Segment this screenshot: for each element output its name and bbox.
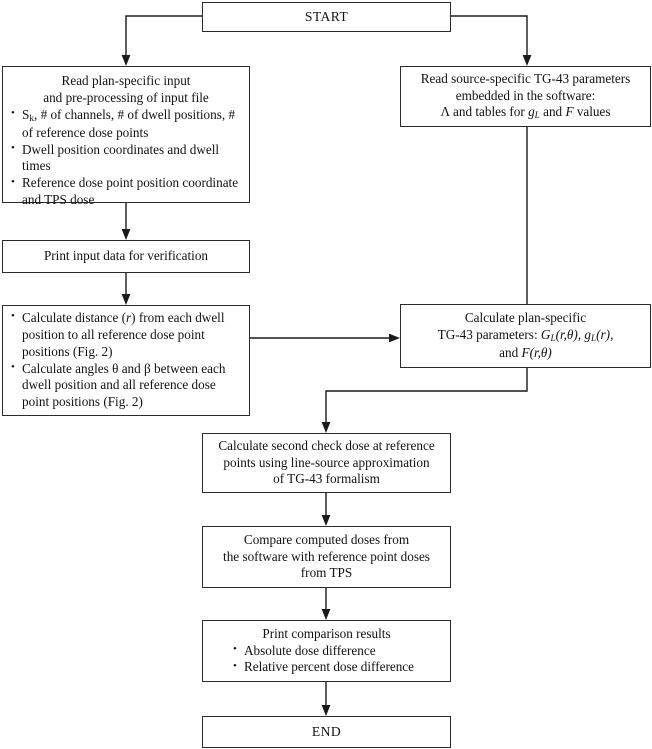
edge-calc-params-to-second-check (321, 368, 528, 433)
read-source-line-3: Λ and tables for gL and F values (401, 104, 650, 122)
g-subscript-L: L (591, 333, 597, 344)
node-calculate-plan-specific-tg43-parameters: Calculate plan-specific TG-43 parameters… (400, 304, 651, 368)
second-check-line-2: points using line-source approximation (223, 454, 430, 470)
calc-params-line-2: TG-43 parameters: GL(r,θ), gL(r), (401, 327, 650, 345)
print-results-bullet-list: Absolute dose difference Relative percen… (233, 642, 420, 677)
calc-geometry-bullet-1-pre: Calculate distance ( (22, 309, 126, 325)
second-check-line-1: Calculate second check dose at reference (218, 437, 435, 453)
node-read-plan-specific-input: Read plan-specific input and pre-process… (2, 66, 250, 207)
F-argument: (r,θ) (529, 344, 552, 360)
print-input-label: Print input data for verification (43, 248, 209, 264)
G-subscript-L: L (550, 333, 556, 344)
compare-line-3: from TPS (300, 565, 353, 581)
list-item: Relative percent dose difference (233, 659, 414, 676)
edge-start-to-read-plan (121, 15, 202, 66)
calc-params-line-2-sep: , (577, 327, 585, 343)
start-label: START (304, 9, 349, 25)
calc-params-line-1: Calculate plan-specific (464, 310, 587, 326)
read-source-line-3-post: values (573, 104, 611, 120)
bullet-sk-rest: , # of channels, # of dwell positions, #… (22, 106, 236, 140)
read-plan-bullet-list: Sk, # of channels, # of dwell positions,… (3, 106, 249, 209)
calc-params-line-2-pre: TG-43 parameters: (437, 327, 541, 343)
edge-start-to-read-source (451, 15, 532, 66)
node-print-comparison-results: Print comparison results Absolute dose d… (202, 620, 451, 682)
read-source-line-1: Read source-specific TG-43 parameters (420, 70, 631, 86)
list-item: Absolute dose difference (233, 642, 414, 660)
node-end: END (202, 716, 451, 748)
node-read-source-specific-parameters: Read source-specific TG-43 parameters em… (400, 66, 651, 127)
edge-compare-to-print-results (321, 588, 331, 620)
calc-params-line-3: and F(r,θ) (401, 345, 650, 362)
g-argument: (r) (596, 327, 611, 343)
edge-print-input-to-calc-geometry (121, 273, 131, 305)
bullet-sk-prefix: S (22, 106, 30, 122)
node-start: START (202, 2, 451, 32)
g-symbol: g (584, 327, 591, 343)
g-symbol: g (528, 104, 535, 120)
edge-second-check-to-compare (321, 493, 331, 526)
list-item: Sk, # of channels, # of dwell positions,… (11, 106, 243, 142)
edge-print-results-to-end (321, 682, 331, 716)
node-calculate-second-check-dose: Calculate second check dose at reference… (202, 433, 451, 493)
list-item: Calculate angles θ and β between each dw… (11, 360, 243, 412)
G-argument: (r,θ) (555, 327, 578, 343)
compare-line-2: the software with reference point doses (223, 548, 430, 564)
calc-params-line-3-pre: and (499, 344, 522, 360)
lambda-symbol-text: Λ and tables for (440, 104, 529, 120)
node-print-input-data: Print input data for verification (2, 240, 250, 273)
node-calculate-distance-and-angles: Calculate distance (r) from each dwell p… (2, 305, 250, 416)
bullet-sk-subscript: k (29, 112, 34, 123)
calc-geometry-bullet-list: Calculate distance (r) from each dwell p… (3, 309, 249, 412)
print-results-heading: Print comparison results (262, 625, 391, 641)
G-symbol: G (540, 327, 551, 343)
F-symbol: F (521, 344, 530, 360)
g-subscript-L: L (534, 110, 540, 121)
r-symbol: r (126, 309, 132, 325)
read-source-line-2: embedded in the software: (455, 87, 596, 103)
calc-geometry-bullet-1-post: ) from each dwell position to all refere… (22, 309, 225, 359)
F-symbol: F (565, 104, 574, 120)
read-source-line-3-mid: and (539, 104, 566, 120)
print-results-bullet-wrap: Absolute dose difference Relative percen… (203, 642, 450, 677)
list-item: Dwell position coordinates and dwell tim… (11, 141, 243, 176)
list-item: Calculate distance (r) from each dwell p… (11, 309, 243, 361)
read-plan-heading-line-2: and pre-processing of input file (43, 89, 209, 105)
second-check-line-3: of TG-43 formalism (273, 471, 380, 487)
calc-params-line-2-end: , (610, 327, 614, 343)
list-item: Reference dose point position coordinate… (11, 175, 243, 209)
read-plan-heading-line-1: Read plan-specific input (61, 73, 191, 88)
edge-calc-geometry-to-calc-params (250, 333, 400, 343)
end-label: END (311, 724, 342, 740)
node-compare-computed-doses: Compare computed doses from the software… (202, 526, 451, 588)
compare-line-1: Compare computed doses from (243, 531, 410, 547)
